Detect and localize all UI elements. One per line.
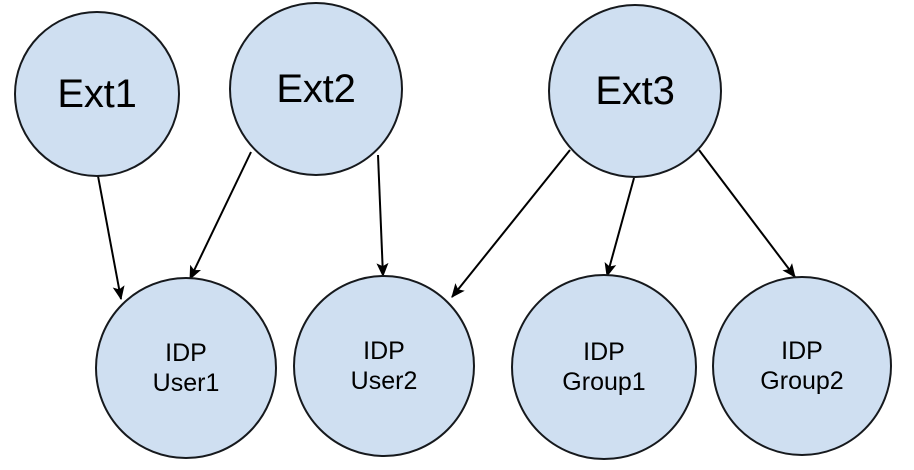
node-label-ext2: Ext2 <box>276 66 356 111</box>
node-label-user1: IDP User1 <box>152 339 220 397</box>
node-label-group1: IDP Group1 <box>562 338 646 396</box>
edge-ext3-group1 <box>604 177 635 278</box>
edge-ext3-user2 <box>451 149 571 298</box>
node-label-user2: IDP User2 <box>350 337 418 395</box>
edge-ext3-group2 <box>698 149 796 278</box>
edges <box>97 149 796 301</box>
node-label-ext1: Ext1 <box>57 71 137 116</box>
node-group2[interactable]: IDP Group2 <box>712 276 892 456</box>
node-ext3[interactable]: Ext3 <box>548 4 722 178</box>
node-user2[interactable]: IDP User2 <box>293 275 475 457</box>
edge-ext2-user1 <box>189 151 252 281</box>
edge-ext1-user1 <box>97 175 125 301</box>
node-user1[interactable]: IDP User1 <box>95 277 277 459</box>
edge-ext2-user2 <box>376 154 389 278</box>
node-label-ext3: Ext3 <box>595 68 675 113</box>
node-ext2[interactable]: Ext2 <box>229 2 403 176</box>
node-group1[interactable]: IDP Group1 <box>511 274 697 460</box>
node-label-group2: IDP Group2 <box>760 337 844 395</box>
node-ext1[interactable]: Ext1 <box>14 11 180 177</box>
